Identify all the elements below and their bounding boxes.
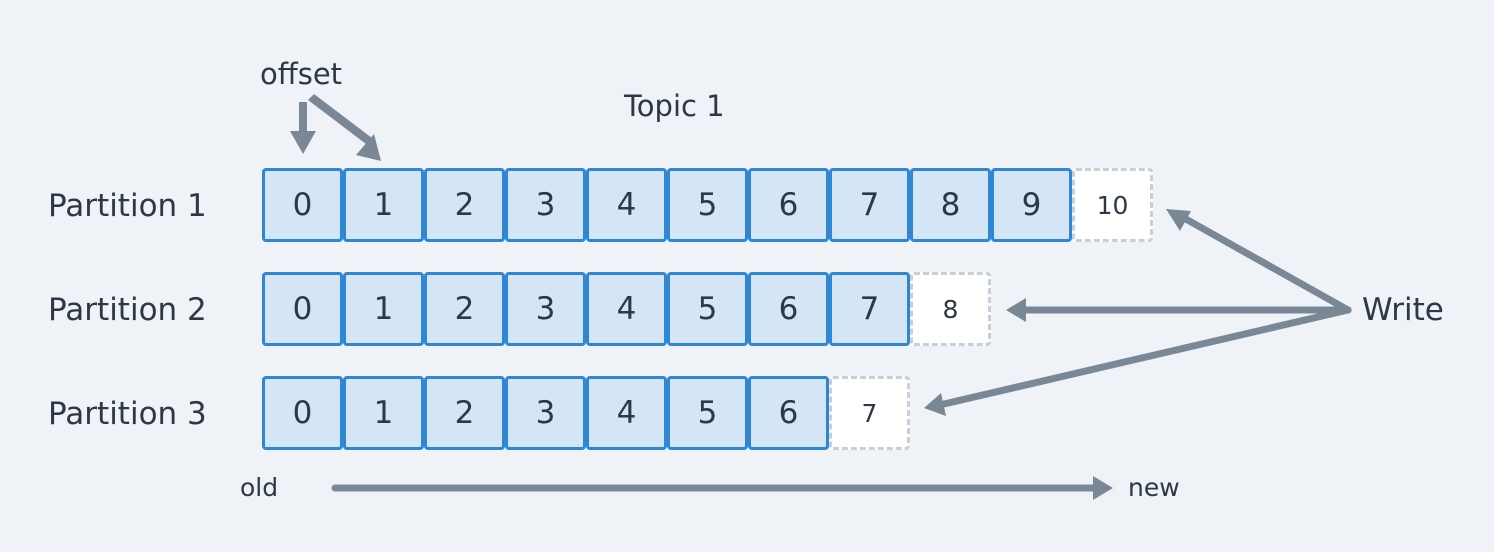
partition-3-offset-cell: 1 — [343, 376, 424, 450]
partition-3-offset-cell: 4 — [586, 376, 667, 450]
partition-2-offset-cell: 6 — [748, 272, 829, 346]
partition-3-next-offset-cell: 7 — [829, 376, 910, 450]
write-arrowhead-2 — [1006, 298, 1026, 322]
partition-3-label: Partition 3 — [48, 396, 207, 432]
write-arrowhead-1 — [1166, 209, 1191, 231]
partition-3-offset-cell: 3 — [505, 376, 586, 450]
partition-3-offset-cell: 0 — [262, 376, 343, 450]
write-label: Write — [1362, 292, 1444, 328]
offset-label: offset — [260, 57, 343, 91]
write-arrow-partition-3 — [940, 306, 1352, 408]
topic-title: Topic 1 — [624, 89, 725, 123]
offset-arrow-to-1 — [308, 94, 381, 161]
partition-1-offset-cell: 5 — [667, 168, 748, 242]
partition-2-offset-cell: 0 — [262, 272, 343, 346]
partition-2-offset-cell: 5 — [667, 272, 748, 346]
partition-1-label: Partition 1 — [48, 188, 207, 224]
partition-1-offset-cell: 2 — [424, 168, 505, 242]
partition-1-offset-cell: 8 — [910, 168, 991, 242]
offset-arrow-to-0 — [290, 102, 316, 154]
new-label: new — [1128, 473, 1180, 502]
partition-1-offset-cell: 4 — [586, 168, 667, 242]
partition-1-offset-cell: 7 — [829, 168, 910, 242]
partition-1-offset-cell: 6 — [748, 168, 829, 242]
partition-2-offset-cell: 4 — [586, 272, 667, 346]
partition-1-next-offset-cell: 10 — [1072, 168, 1153, 242]
write-arrow-partition-1 — [1180, 214, 1352, 314]
partition-3-offset-cell: 5 — [667, 376, 748, 450]
partition-2-next-offset-cell: 8 — [910, 272, 991, 346]
partition-1-offset-cell: 3 — [505, 168, 586, 242]
partition-2-label: Partition 2 — [48, 292, 207, 328]
partition-2-offset-cell: 7 — [829, 272, 910, 346]
partition-3-offset-cell: 6 — [748, 376, 829, 450]
partition-2-offset-cell: 3 — [505, 272, 586, 346]
old-label: old — [240, 473, 279, 502]
write-arrowhead-3 — [924, 393, 946, 416]
partition-2-offset-cell: 2 — [424, 272, 505, 346]
partition-1-offset-cell: 0 — [262, 168, 343, 242]
time-axis-arrowhead — [1093, 476, 1113, 500]
partition-1-offset-cell: 1 — [343, 168, 424, 242]
partition-1-offset-cell: 9 — [991, 168, 1072, 242]
partition-2-offset-cell: 1 — [343, 272, 424, 346]
partition-3-offset-cell: 2 — [424, 376, 505, 450]
